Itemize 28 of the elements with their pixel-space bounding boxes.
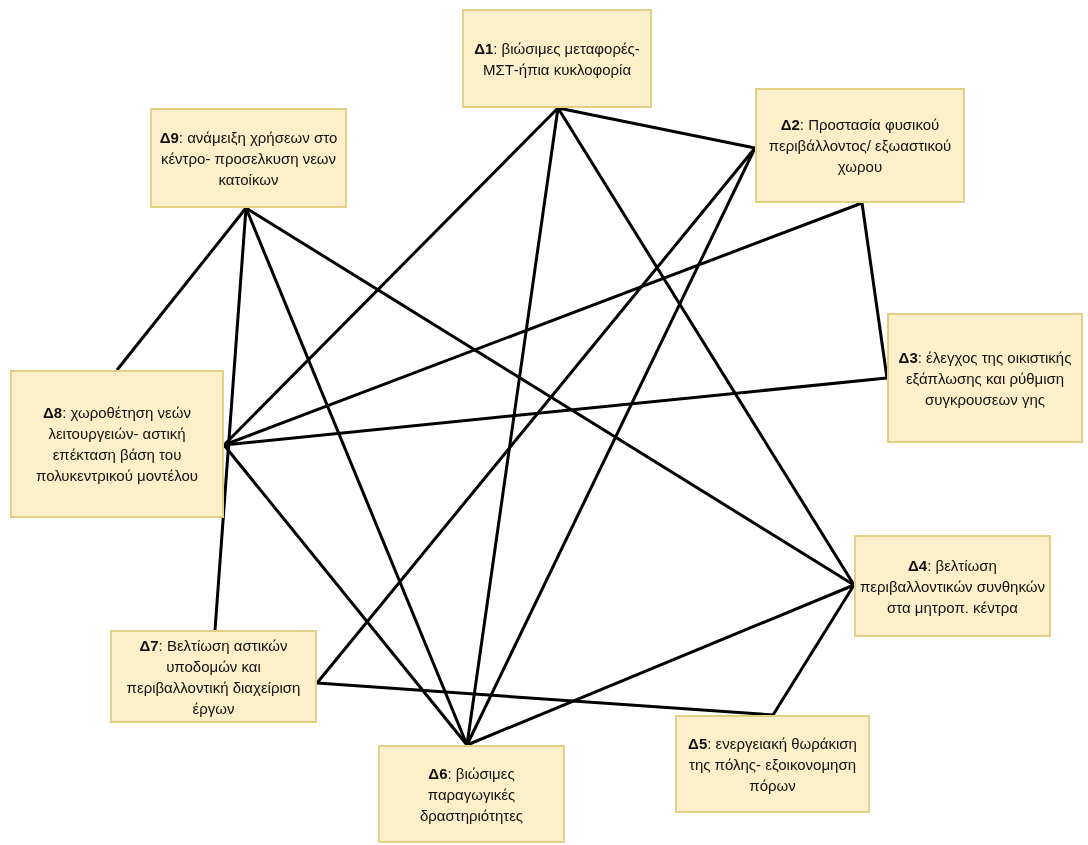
connector-line [316, 681, 774, 717]
goal-box [462, 9, 652, 108]
connector-line [771, 584, 856, 716]
connector-line [115, 207, 248, 371]
goal-text: Δ8: χωροθέτηση νεών λειτουργειών- αστική επέκταση βάση του πολυκεντρικού μοντέλου [35, 403, 199, 486]
goal-text: Δ2: Προστασία φυσικού περιβάλλοντος/ εξωαστικού χωρου [767, 115, 953, 177]
goal-text: Δ6: βιώσιμες παραγωγικές δραστηριότητες [418, 763, 525, 826]
connector-line [860, 202, 889, 379]
connector-line [213, 207, 248, 631]
goal-text: Δ7: Βελτίωση αστικών υποδομών και περιβαλλοντική διαχείριση έργων [125, 635, 302, 719]
goal-text: Δ1: βιώσιμες μεταφορές-ΜΣΤ-ήπια κυκλοφορία [473, 38, 641, 80]
goal-box [10, 370, 224, 518]
connector-line [466, 583, 855, 747]
connector-line [245, 206, 855, 587]
connector-line [556, 107, 856, 586]
goal-box [755, 88, 965, 203]
goal-box [110, 630, 317, 723]
goal-box [150, 108, 347, 208]
connector-line [223, 376, 888, 447]
goal-box [854, 535, 1051, 637]
goal-box [887, 313, 1083, 443]
goal-text: Δ9: ανάμειξη χρήσεων στο κέντρο- προσελκυση νεων κατοίκων [158, 127, 339, 190]
goal-text: Δ4: βελτίωση περιβαλλοντικών συνθηκών στα μητροπ. κέντρα [860, 555, 1045, 618]
goal-box [378, 745, 565, 843]
goal-box [675, 715, 870, 813]
connector-line [557, 106, 756, 150]
goal-text: Δ5: ενεργειακή θωράκιση της πόλης- εξοικονομηση πόρων [687, 733, 858, 796]
goal-text: Δ3: έλεγχος της οικιστικής εξάπλωσης και ρύθμιση συγκρουσεων γης [897, 347, 1073, 410]
